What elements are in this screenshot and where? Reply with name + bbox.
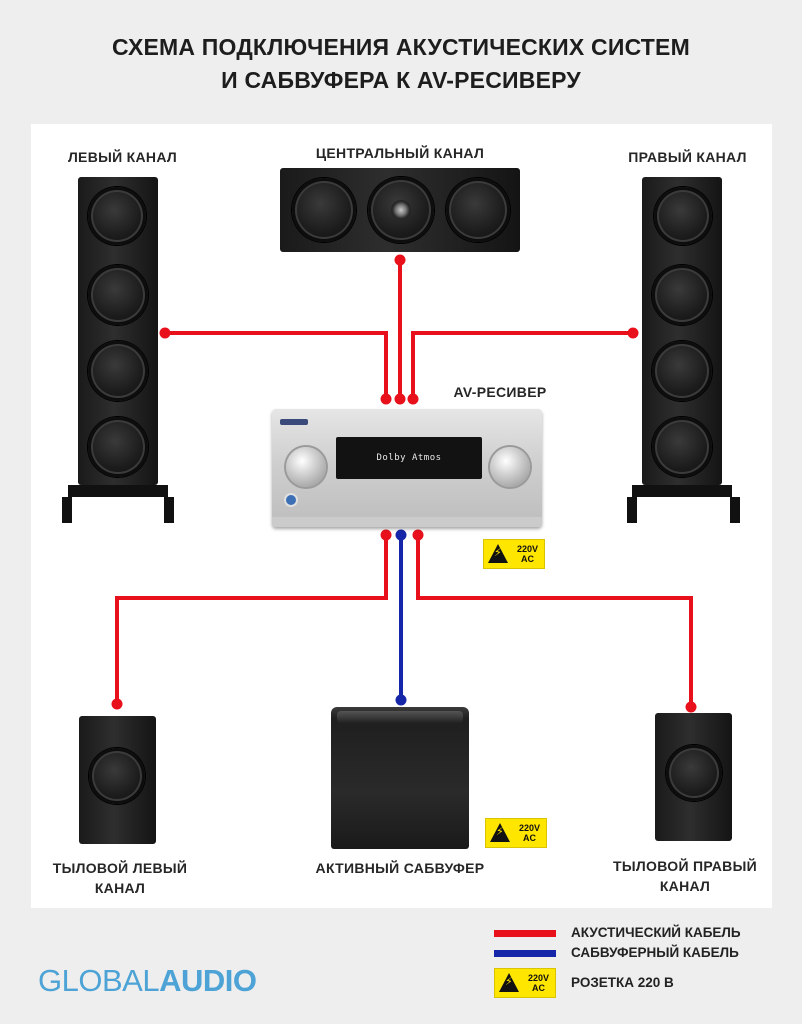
cable-front-right — [411, 331, 633, 398]
front-right-woofer-1 — [652, 265, 712, 325]
power-button-icon — [286, 495, 296, 505]
input-knob-icon — [490, 447, 530, 487]
badge-line-2: AC — [523, 833, 536, 843]
legend-acoustic-line — [494, 930, 556, 937]
front-left-tweeter — [88, 187, 146, 245]
rear-left-driver — [89, 748, 145, 804]
brand-logo-icon — [280, 419, 308, 425]
subwoofer-top-panel — [337, 711, 463, 723]
connector-subwoofer — [395, 694, 407, 706]
cable-rear-left — [115, 535, 388, 702]
connector-front-right — [627, 327, 639, 339]
logo-part-2: AUDIO — [159, 963, 257, 998]
rear-right-speaker — [655, 713, 732, 841]
connector-receiver-c — [394, 393, 406, 405]
front-right-speaker — [642, 177, 722, 485]
front-left-foot — [164, 497, 174, 523]
front-right-woofer-2 — [652, 341, 712, 401]
node-label-rear-left-1: ТЫЛОВОЙ ЛЕВЫЙ — [52, 860, 188, 876]
front-left-woofer-2 — [88, 341, 148, 401]
bolt-icon: ⚡ — [496, 826, 504, 838]
legend-sub-label: САБВУФЕРНЫЙ КАБЕЛЬ — [571, 945, 739, 960]
center-woofer-right — [446, 178, 510, 242]
node-label-rear-left-2: КАНАЛ — [94, 880, 146, 896]
front-left-plinth — [68, 485, 168, 497]
bolt-icon: ⚡ — [505, 976, 513, 988]
center-speaker — [280, 168, 520, 252]
legend-sub-line — [494, 950, 556, 957]
legend-socket-label: РОЗЕТКА 220 В — [571, 975, 674, 990]
center-woofer-left — [292, 178, 356, 242]
node-label-left: ЛЕВЫЙ КАНАЛ — [67, 149, 178, 165]
node-label-receiver: AV-РЕСИВЕР — [453, 384, 547, 400]
connector-center — [394, 254, 406, 266]
node-label-right: ПРАВЫЙ КАНАЛ — [628, 149, 747, 165]
legend-acoustic-label: АКУСТИЧЕСКИЙ КАБЕЛЬ — [571, 925, 741, 940]
center-tweeter — [391, 200, 411, 220]
front-right-foot — [627, 497, 637, 523]
connector-rear-left — [111, 698, 123, 710]
front-right-tweeter — [654, 187, 712, 245]
bolt-icon: ⚡ — [494, 547, 502, 559]
rear-left-speaker — [79, 716, 156, 844]
rear-right-driver — [666, 745, 722, 801]
badge-line-1: 220V — [527, 973, 550, 983]
connector-receiver-rr — [412, 529, 424, 541]
front-left-woofer-1 — [88, 265, 148, 325]
front-left-speaker — [78, 177, 158, 485]
cable-rear-right — [416, 535, 693, 706]
connector-receiver-fr — [407, 393, 419, 405]
front-left-foot — [62, 497, 72, 523]
badge-line-1: 220V — [518, 823, 541, 833]
receiver-base — [272, 517, 542, 527]
front-right-woofer-3 — [652, 417, 712, 477]
front-left-woofer-3 — [88, 417, 148, 477]
receiver-display: Dolby Atmos — [336, 437, 482, 479]
node-label-rear-right-1: ТЫЛОВОЙ ПРАВЫЙ — [613, 858, 757, 874]
connector-receiver-sub — [395, 529, 407, 541]
badge-line-1: 220V — [516, 544, 539, 554]
page-title-line-2: И САБВУФЕРА К AV-РЕСИВЕРУ — [221, 67, 581, 93]
brand-logo: GLOBALAUDIO — [38, 963, 257, 999]
logo-part-1: GLOBAL — [38, 963, 160, 998]
connector-receiver-fl — [380, 393, 392, 405]
warning-icon — [490, 823, 510, 842]
node-label-subwoofer: АКТИВНЫЙ САБВУФЕР — [315, 860, 485, 876]
badge-line-2: AC — [521, 554, 534, 564]
front-right-foot — [730, 497, 740, 523]
front-right-plinth — [632, 485, 732, 497]
volume-knob-icon — [286, 447, 326, 487]
connector-receiver-rl — [380, 529, 392, 541]
connector-rear-right — [685, 701, 697, 713]
active-subwoofer — [331, 707, 469, 849]
node-label-rear-right-2: КАНАЛ — [659, 878, 711, 894]
av-receiver: Dolby Atmos — [272, 409, 542, 527]
cable-front-left — [165, 331, 388, 398]
badge-line-2: AC — [532, 983, 545, 993]
warning-icon — [488, 544, 508, 563]
page-title-line-1: СХЕМА ПОДКЛЮЧЕНИЯ АКУСТИЧЕСКИХ СИСТЕМ — [112, 34, 690, 60]
connector-front-left — [159, 327, 171, 339]
warning-icon — [499, 973, 519, 992]
node-label-center: ЦЕНТРАЛЬНЫЙ КАНАЛ — [315, 145, 485, 161]
